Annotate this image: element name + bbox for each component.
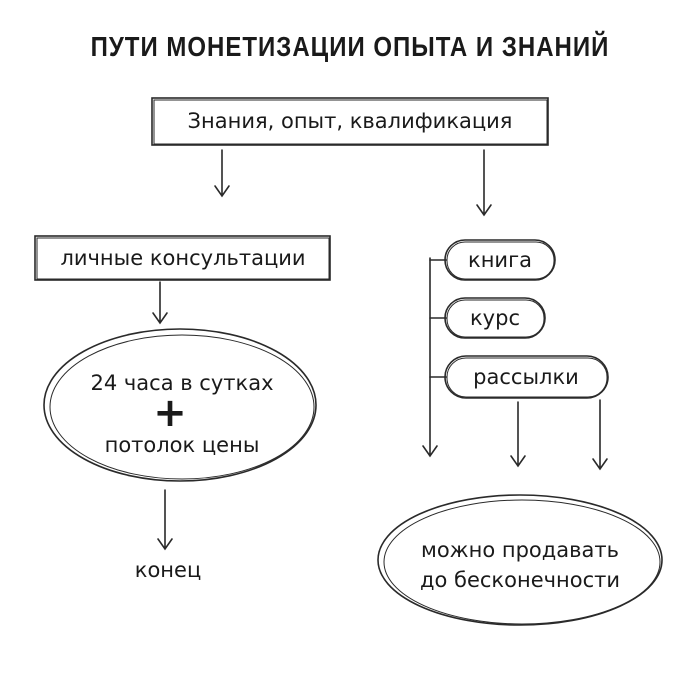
pill-newsletter xyxy=(444,355,609,399)
end-label: конец xyxy=(134,558,202,582)
arrow-consult-to-ellipse xyxy=(152,281,168,325)
arrow-ellipse-to-end xyxy=(157,489,173,551)
right-ellipse-line1: можно продавать xyxy=(420,538,620,562)
arrow-root-to-left xyxy=(214,149,230,198)
left-ellipse xyxy=(43,328,317,482)
item-book: книга xyxy=(468,248,532,272)
consultations-label: личные консультации xyxy=(60,246,306,270)
right-ellipse-line2: до бесконечности xyxy=(419,568,621,592)
item-course: курс xyxy=(470,306,520,330)
pill-book xyxy=(444,239,556,281)
item-newsletter: рассылки xyxy=(473,365,579,389)
arrow-root-to-right xyxy=(476,149,492,217)
left-ellipse-line2: потолок цены xyxy=(104,433,260,457)
consultations-box xyxy=(34,235,331,281)
plus-sign: + xyxy=(153,390,187,436)
left-ellipse-line1: 24 часа в сутках xyxy=(90,371,274,395)
right-ellipse xyxy=(377,494,663,626)
arrows-to-right-ellipse xyxy=(510,399,608,471)
root-label: Знания, опыт, квалификация xyxy=(187,109,513,133)
root-box xyxy=(151,97,549,146)
right-branch-line xyxy=(422,257,447,458)
pill-course xyxy=(444,297,546,339)
diagram-title: ПУТИ МОНЕТИЗАЦИИ ОПЫТА И ЗНАНИЙ xyxy=(90,31,610,63)
